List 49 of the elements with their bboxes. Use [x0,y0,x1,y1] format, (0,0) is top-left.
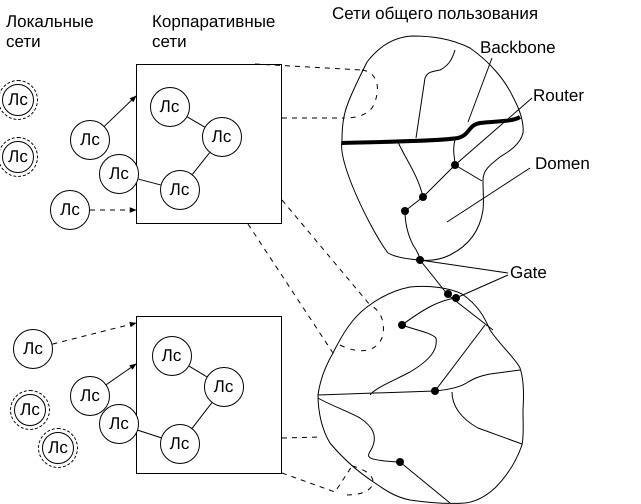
node-dot [451,161,459,169]
arrow [52,322,137,345]
link-line [192,402,212,429]
callout-label: Router [533,86,584,106]
network-node-circle: Лс [99,404,139,444]
network-node-circle: Лс [160,424,200,464]
network-node-circle: Лс [50,190,90,230]
network-node-circle: Лс [0,80,38,120]
heading: Корпаративные сети [152,12,276,52]
network-node-circle: Лс [160,170,200,210]
leader-line [458,98,532,163]
callout-label: Domen [535,154,590,174]
network-node-circle: Лс [38,428,78,468]
arrow [104,96,136,127]
network-node-circle: Лс [204,366,244,406]
leader-line [423,260,508,274]
heading: Локальные сети [6,12,95,52]
link-line [186,116,206,128]
heading: Сети общего пользования [332,4,538,24]
network-node-circle: Лс [152,336,192,376]
callout-label: Backbone [480,38,556,58]
projection-line [248,224,334,354]
network-node-circle: Лс [70,376,110,416]
network-box [136,64,282,224]
leader-line [446,168,530,222]
link-line [138,178,162,186]
node-dot [416,256,424,264]
callout-label: Gate [510,263,547,283]
network-node-circle: Лс [0,137,38,177]
network-node-circle: Лс [99,154,139,194]
network-node-circle: Лс [13,329,53,369]
network-area [318,286,524,504]
backbone-line [342,115,521,145]
link-line [192,152,210,175]
network-node-circle: Лс [70,120,110,160]
projection-line [254,64,362,70]
projection-line [282,200,370,306]
arrow [106,364,137,386]
node-dot [452,294,460,302]
network-node-circle: Лс [10,390,50,430]
network-node-circle: Лс [202,116,242,156]
link-line [188,366,208,378]
network-box [136,316,282,474]
leader-line [459,274,508,297]
network-node-circle: Лс [150,86,190,126]
leader-line [468,58,492,122]
arrow [90,207,137,213]
projection-line [282,466,352,493]
link-line [138,430,162,438]
